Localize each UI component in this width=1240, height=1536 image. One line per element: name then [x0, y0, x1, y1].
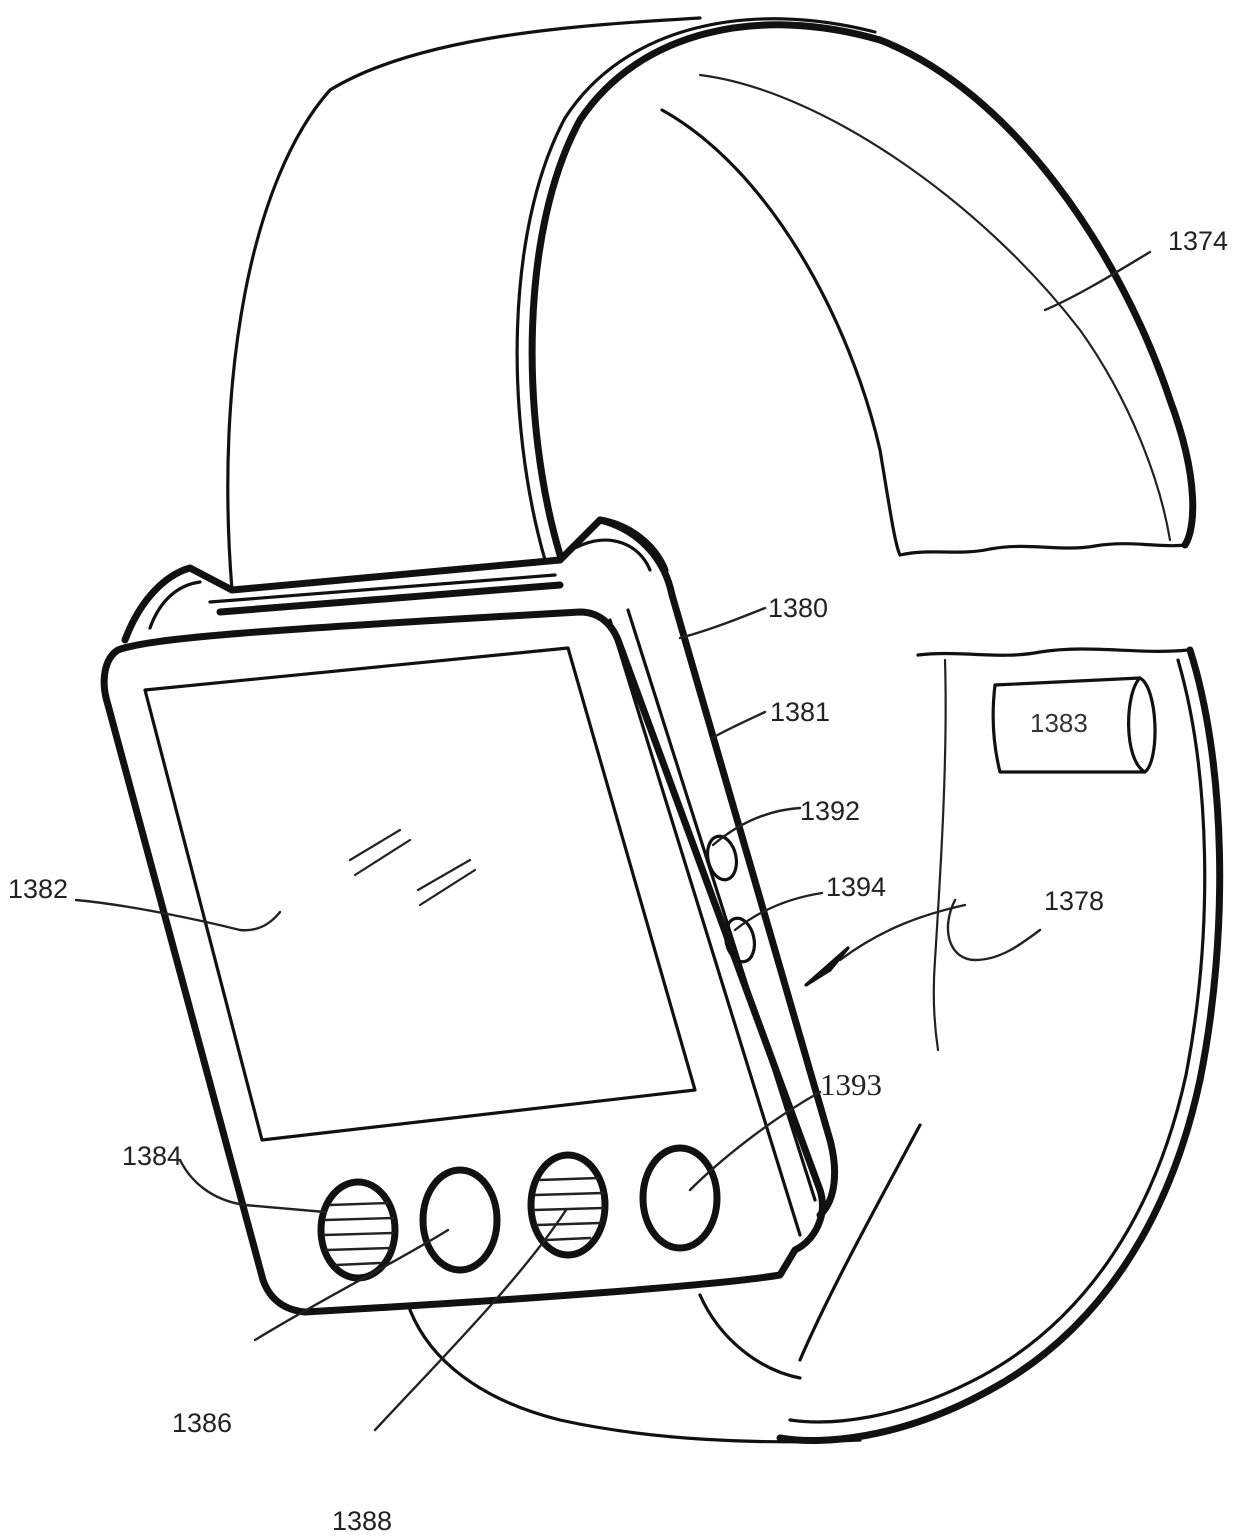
- label-1382: 1382: [8, 874, 68, 904]
- label-1393: 1393: [820, 1067, 882, 1102]
- button-1386: [423, 1170, 497, 1270]
- button-1384: [321, 1182, 395, 1278]
- label-1388: 1388: [332, 1506, 392, 1536]
- label-1394: 1394: [826, 872, 886, 902]
- label-1378: 1378: [1044, 886, 1104, 916]
- button-1393: [643, 1148, 717, 1248]
- label-1380: 1380: [768, 593, 828, 623]
- label-1384: 1384: [122, 1141, 182, 1171]
- leader-lines: [76, 252, 1150, 1430]
- label-1392: 1392: [800, 796, 860, 826]
- label-1383: 1383: [1030, 708, 1088, 738]
- label-1374: 1374: [1168, 226, 1228, 256]
- button-1388: [531, 1155, 605, 1255]
- label-1381: 1381: [770, 697, 830, 727]
- side-button-1392: [704, 834, 741, 883]
- display-screen-1382: [145, 648, 695, 1140]
- housing-1380: [104, 520, 834, 1312]
- side-button-1394: [722, 916, 759, 965]
- reference-numerals: 1374 1380 1381 1383 1392 1394 1382 1378 …: [8, 226, 1228, 1536]
- label-1386: 1386: [172, 1408, 232, 1438]
